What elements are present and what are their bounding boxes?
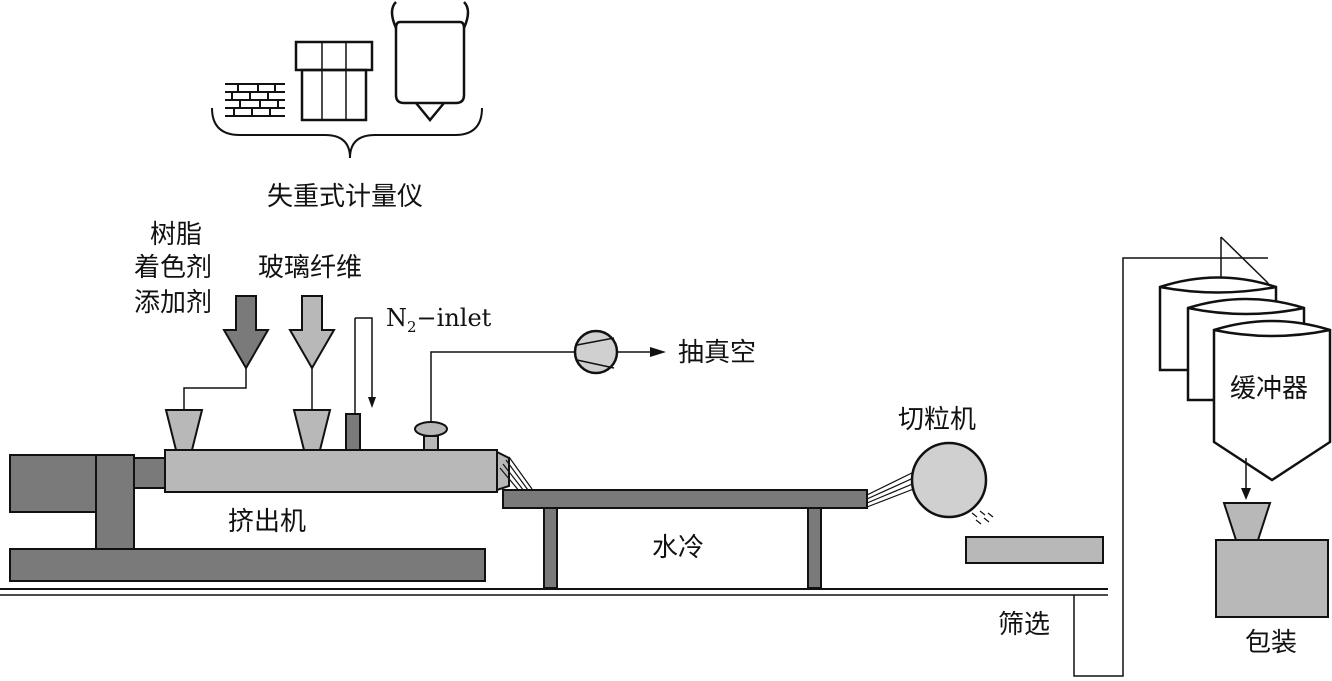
screening-tray [965, 536, 1104, 564]
n2-inlet-pipe [345, 413, 361, 453]
big-bag-icon [390, 1, 470, 122]
vacuum-port [414, 421, 448, 437]
extruder [9, 449, 510, 582]
extruder-label: 挤出机 [228, 507, 306, 537]
glass-fiber-label: 玻璃纤维 [258, 253, 362, 283]
vacuum-label: 抽真空 [678, 338, 756, 368]
box-container-icon [294, 40, 374, 122]
resin-feed-arrow-icon [222, 295, 270, 370]
buffer-silos [1158, 276, 1332, 482]
colorant-label: 着色剂 [134, 253, 212, 283]
strands-die [499, 456, 533, 493]
resin-hopper [164, 409, 204, 451]
buffer-label: 缓冲器 [1230, 374, 1308, 404]
meter-label: 失重式计量仪 [267, 182, 423, 212]
pellet-spray [971, 510, 994, 525]
packaging-label: 包装 [1245, 628, 1297, 658]
resin-label: 树脂 [150, 220, 202, 250]
pelletizer [910, 441, 988, 519]
additive-label: 添加剂 [134, 288, 212, 318]
screening-label: 筛选 [998, 610, 1050, 640]
packaging-hopper [1222, 502, 1272, 541]
packaging-box [1215, 539, 1329, 618]
bag-stack-icon [225, 83, 285, 117]
n2-inlet-label: N2−inlet [386, 304, 492, 336]
meter-devices [211, 1, 483, 159]
glass-fiber-feed-arrow-icon [288, 295, 336, 370]
fiber-hopper [292, 409, 332, 451]
vacuum-pump-icon [573, 329, 619, 375]
water-bath [502, 489, 868, 589]
brace-icon [211, 107, 483, 159]
pelletizer-label: 切粒机 [898, 405, 976, 435]
water-cool-label: 水冷 [652, 533, 704, 563]
